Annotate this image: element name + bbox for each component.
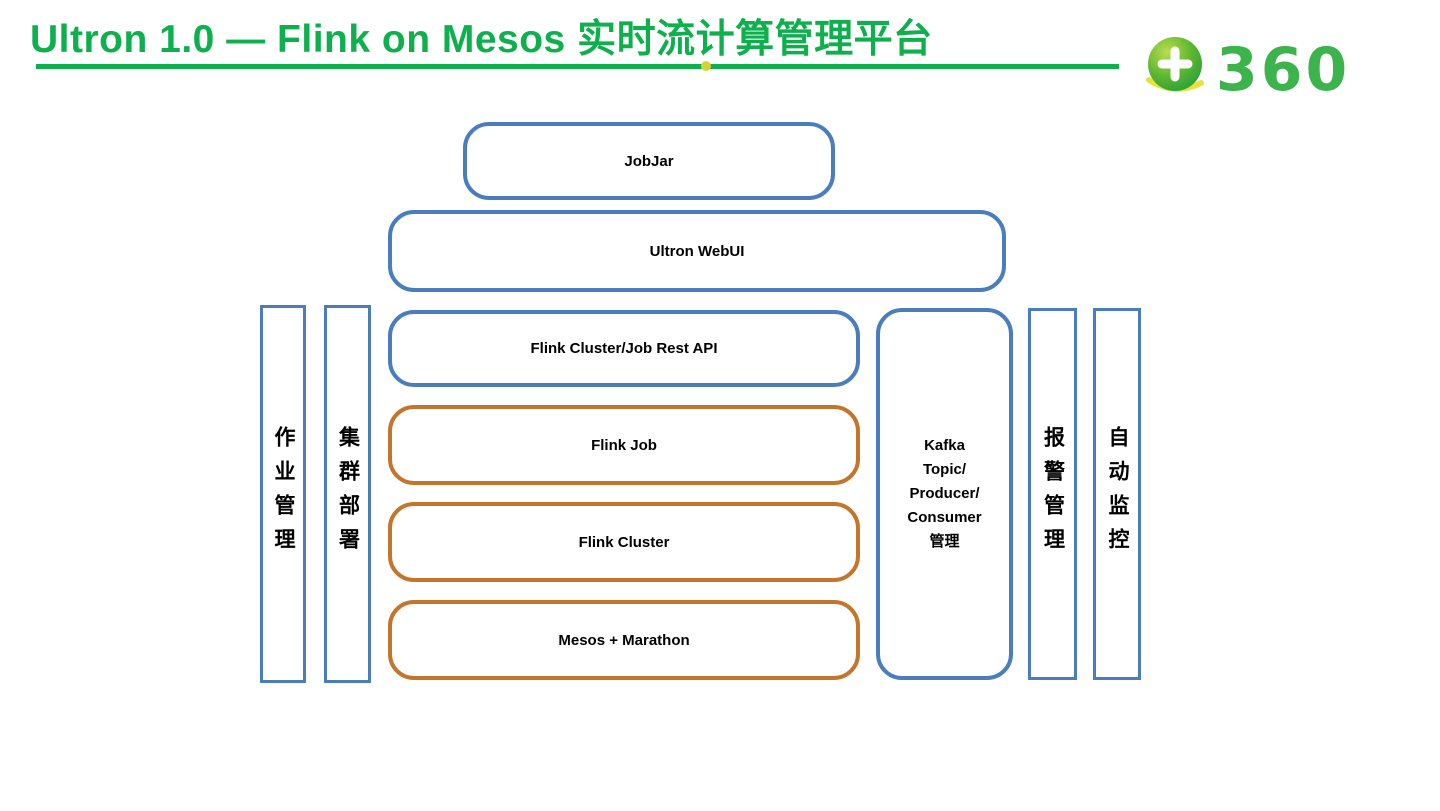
box-flink-cluster: Flink Cluster <box>388 502 860 582</box>
box-ultron-webui: Ultron WebUI <box>388 210 1006 292</box>
kafka-line: Kafka <box>924 437 965 454</box>
box-flink-rest-api-label: Flink Cluster/Job Rest API <box>530 340 718 357</box>
bar-cluster-deployment-label: 集群部署 <box>336 426 360 562</box>
box-mesos-marathon: Mesos + Marathon <box>388 600 860 680</box>
accent-dot <box>701 61 711 71</box>
box-kafka-management: Kafka Topic/ Producer/ Consumer 管理 <box>876 308 1013 680</box>
title-underline <box>36 64 1119 69</box>
page-title: Ultron 1.0 — Flink on Mesos 实时流计算管理平台 <box>30 18 933 61</box>
box-ultron-webui-label: Ultron WebUI <box>649 242 745 260</box>
box-jobjar: JobJar <box>463 122 835 200</box>
kafka-line: Topic/ <box>922 461 967 478</box>
bar-alarm-management-label: 报警管理 <box>1041 426 1065 562</box>
box-flink-job: Flink Job <box>388 405 860 485</box>
plus-icon <box>1157 46 1193 82</box>
box-flink-job-label: Flink Job <box>591 436 657 454</box>
logo-sphere-icon <box>1142 34 1208 105</box>
kafka-line: Producer/ <box>909 485 980 502</box>
logo-360: 360 <box>1142 34 1350 105</box>
bar-job-management-label: 作业管理 <box>272 426 295 562</box>
bar-job-management: 作业管理 <box>260 305 306 683</box>
box-flink-cluster-label: Flink Cluster <box>578 533 670 551</box>
box-mesos-marathon-label: Mesos + Marathon <box>558 631 690 649</box>
bar-auto-monitoring: 自动监控 <box>1093 308 1141 680</box>
bar-alarm-management: 报警管理 <box>1028 308 1077 680</box>
bar-auto-monitoring-label: 自动监控 <box>1106 426 1129 562</box>
bar-cluster-deployment: 集群部署 <box>324 305 371 683</box>
box-jobjar-label: JobJar <box>624 152 674 170</box>
kafka-line: 管理 <box>929 533 960 550</box>
logo-text: 360 <box>1216 34 1351 105</box>
kafka-line: Consumer <box>907 509 982 526</box>
box-flink-rest-api: Flink Cluster/Job Rest API <box>388 310 860 387</box>
